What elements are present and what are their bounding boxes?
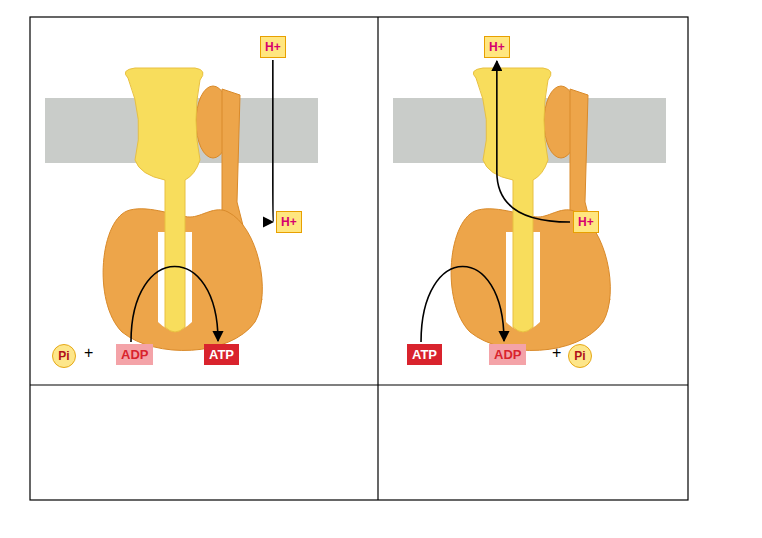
- flow-arrow: [131, 266, 218, 342]
- atp-box: ATP: [204, 344, 239, 365]
- proton-box: H+: [573, 211, 599, 233]
- node-text: Pi: [574, 349, 585, 363]
- phosphate-circle: Pi: [568, 344, 592, 368]
- node-text: ATP: [412, 347, 437, 362]
- table-border: [30, 17, 688, 500]
- node-text: H+: [281, 215, 297, 229]
- phosphate-circle: Pi: [52, 344, 76, 368]
- proton-box: H+: [260, 36, 286, 58]
- flow-arrow: [421, 266, 504, 342]
- atp-box: ATP: [407, 344, 442, 365]
- node-text: H+: [578, 215, 594, 229]
- adp-box: ADP: [116, 344, 153, 365]
- adp-box: ADP: [489, 344, 526, 365]
- table-divider: [30, 384, 688, 385]
- proton-box: H+: [484, 36, 510, 58]
- node-text: ADP: [494, 347, 521, 362]
- proton-box: H+: [276, 211, 302, 233]
- flow-arrow: [497, 61, 570, 222]
- table-divider: [377, 17, 378, 500]
- node-text: ADP: [121, 347, 148, 362]
- node-text: H+: [489, 40, 505, 54]
- node-text: ATP: [209, 347, 234, 362]
- node-text: H+: [265, 40, 281, 54]
- plus-sign: +: [552, 344, 561, 362]
- flow-arrow: [272, 60, 274, 222]
- atp-synthase: [393, 68, 666, 350]
- plus-sign: +: [84, 344, 93, 362]
- node-text: Pi: [58, 349, 69, 363]
- atp-synthase: [45, 68, 318, 350]
